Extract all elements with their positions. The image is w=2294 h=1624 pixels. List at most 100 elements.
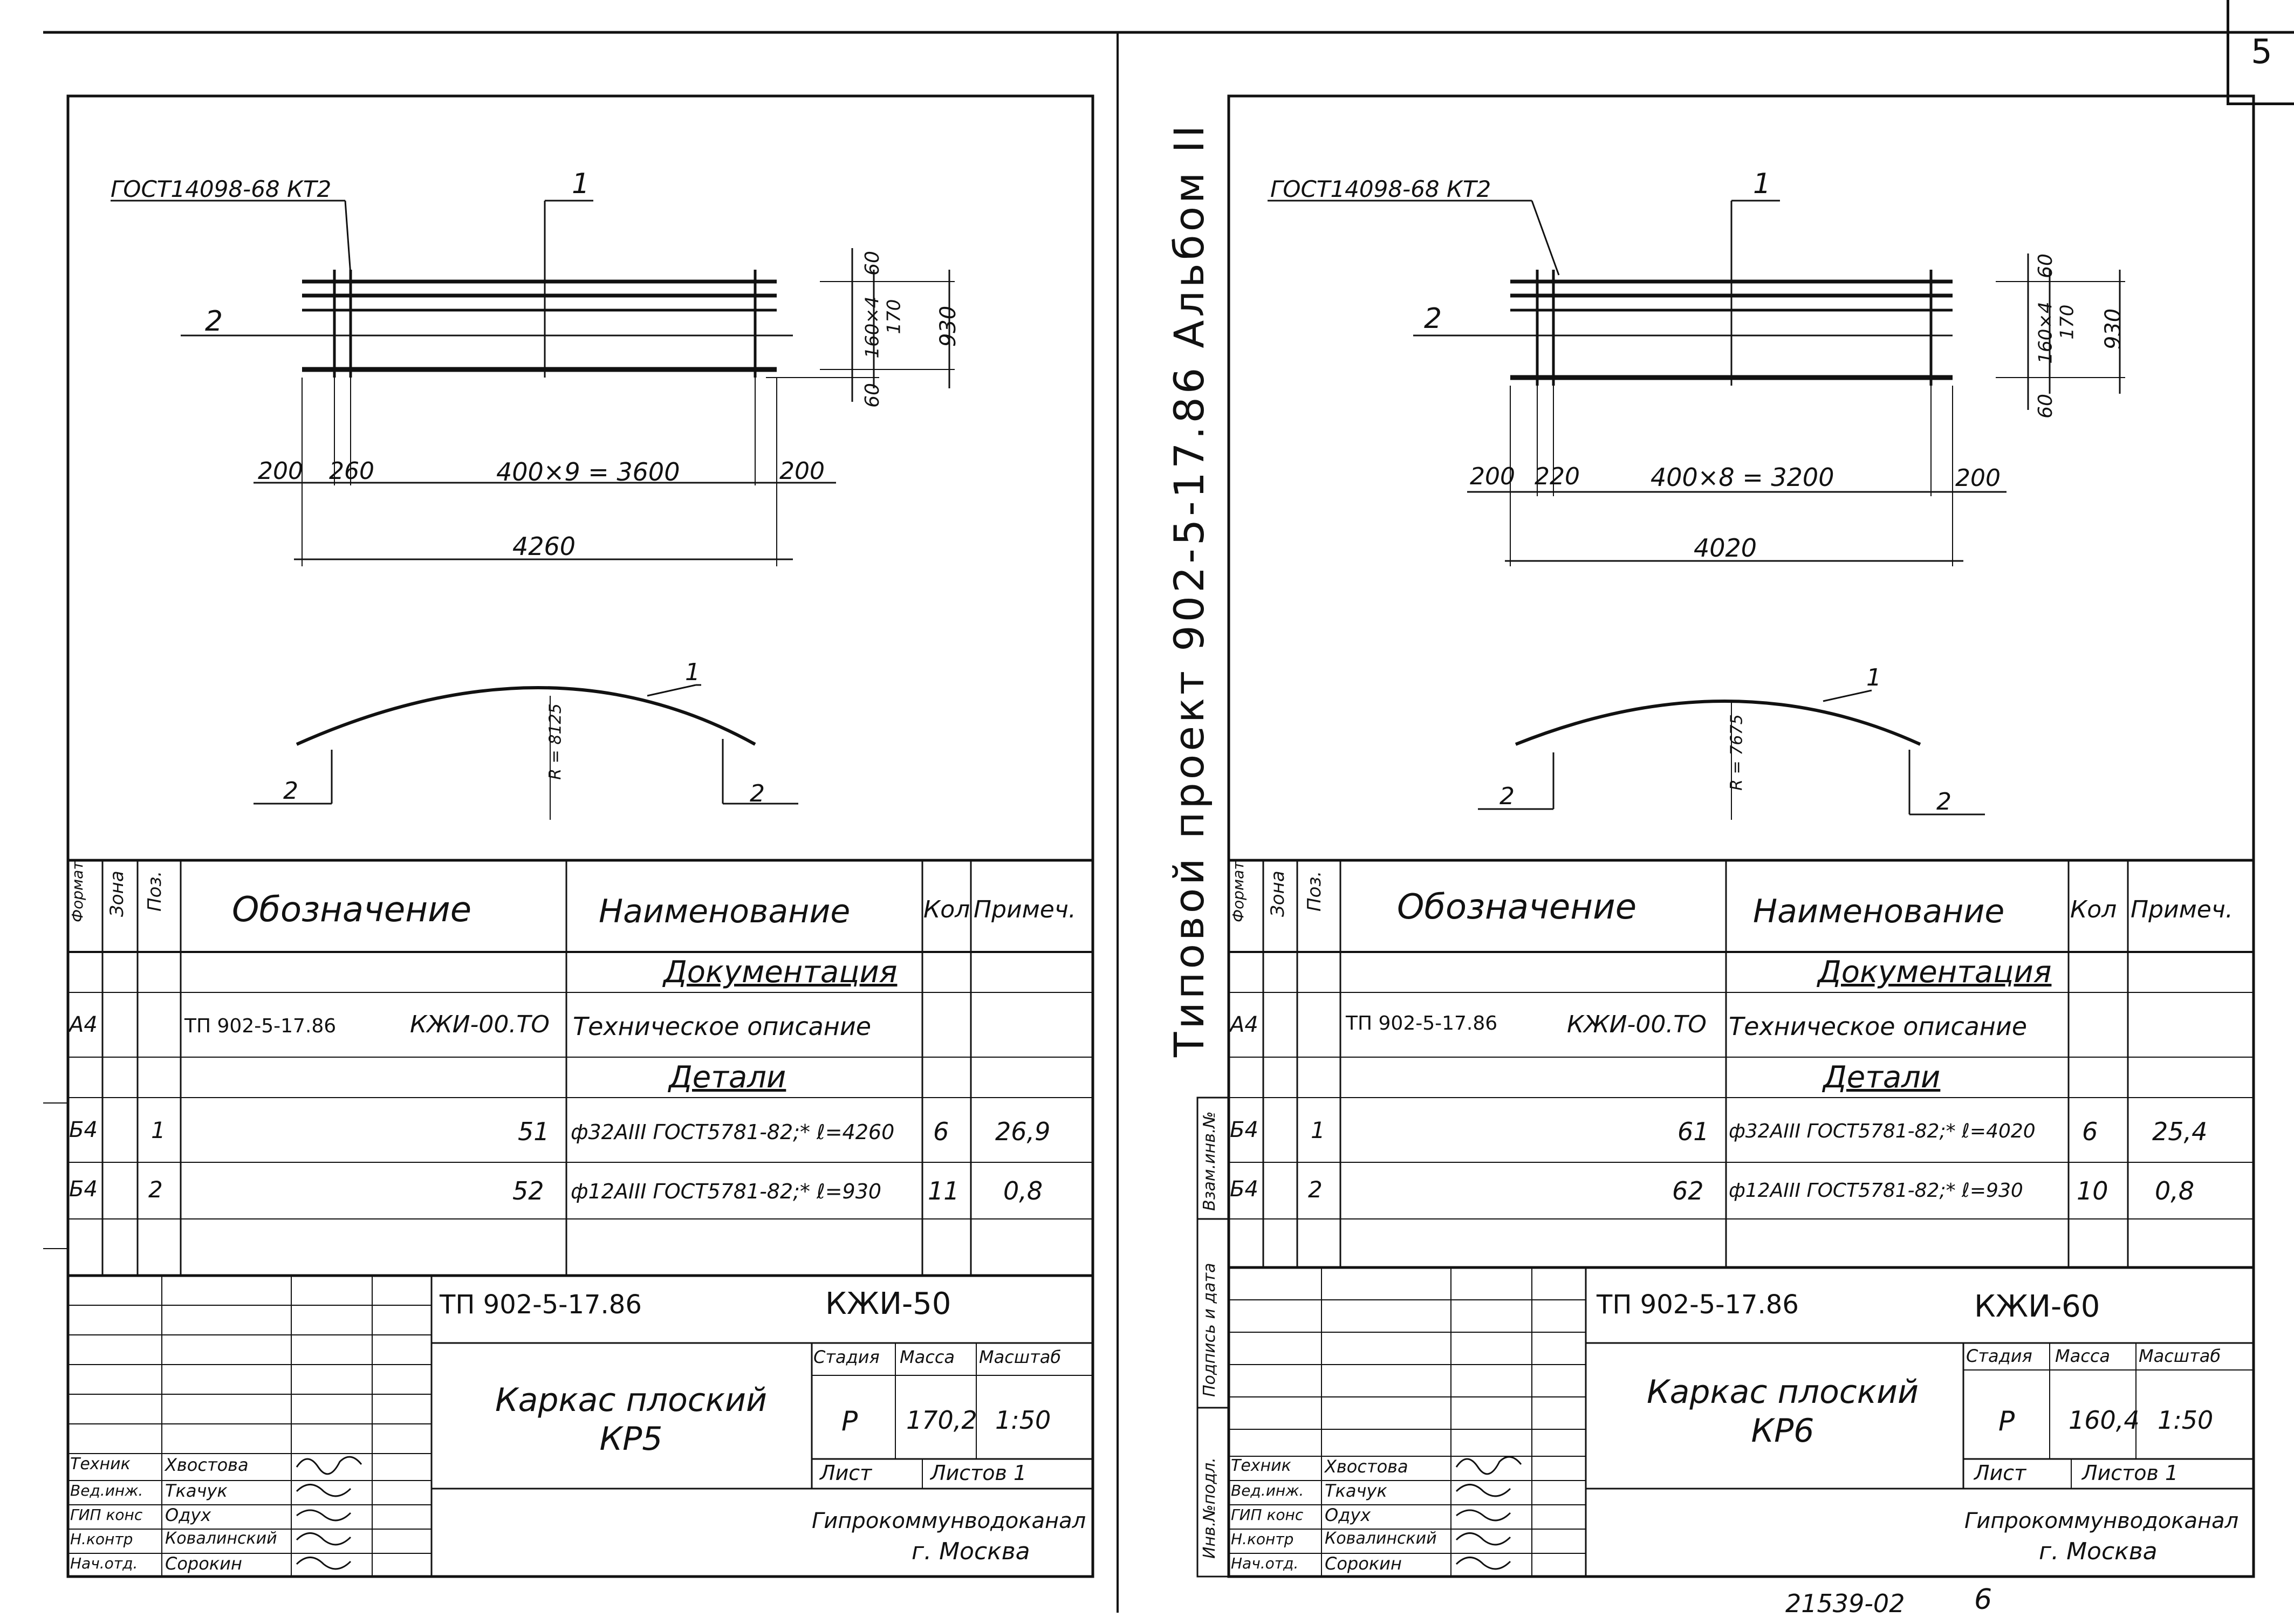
right-row1-pos: 1 xyxy=(1311,1117,1325,1143)
right-hdr-designation: Обозначение xyxy=(1397,887,1637,927)
left-sheet xyxy=(43,94,1094,1578)
right-row2-name: ф12АIII ГОСТ5781-82;* ℓ=930 xyxy=(1729,1180,2023,1202)
right-tb-code: КЖИ-60 xyxy=(1974,1289,2100,1324)
right-signer-name-3: Одух xyxy=(1325,1505,1371,1525)
left-tb-stage-label: Стадия xyxy=(813,1347,880,1367)
right-cage-drawing xyxy=(1268,200,2125,566)
right-row1-format: Б4 xyxy=(1230,1118,1258,1142)
right-doc-designation: ТП 902-5-17.86 xyxy=(1346,1012,1498,1034)
right-hdr-name: Наименование xyxy=(1753,893,2005,930)
right-doc-format: А4 xyxy=(1230,1012,1258,1037)
right-doc-name: Техническое описание xyxy=(1729,1012,2028,1041)
right-pos2-label: 2 xyxy=(1424,303,1442,335)
right-tb-stage: Р xyxy=(1998,1406,2015,1437)
left-signer-role-2: Вед.инж. xyxy=(70,1482,143,1499)
left-signer-role-3: ГИП конс xyxy=(70,1506,143,1524)
right-signer-name-2: Ткачук xyxy=(1325,1481,1387,1501)
left-signer-name-2: Ткачук xyxy=(165,1481,228,1501)
right-dim-total: 4020 xyxy=(1694,533,1757,563)
left-cage-drawing xyxy=(111,200,955,566)
right-tb-city: г. Москва xyxy=(2039,1538,2158,1565)
left-signer-name-3: Одух xyxy=(165,1505,211,1525)
right-tb-sheet-label: Лист xyxy=(1974,1461,2026,1485)
left-pos2-label: 2 xyxy=(205,305,223,338)
right-row2-qty: 10 xyxy=(2077,1176,2108,1205)
left-signer-name-4: Ковалинский xyxy=(165,1529,277,1548)
right-row1-qty: 6 xyxy=(2082,1117,2098,1146)
left-arc-pos2-right: 2 xyxy=(750,780,765,807)
left-tb-sheets-label: Листов 1 xyxy=(930,1461,1027,1485)
left-section-docs: Документация xyxy=(663,955,898,990)
right-pos1-label: 1 xyxy=(1753,168,1771,200)
left-row2-qty: 11 xyxy=(928,1176,960,1205)
right-signer-name-5: Сорокин xyxy=(1325,1553,1402,1574)
right-tb-stage-label: Стадия xyxy=(1966,1346,2032,1366)
right-tb-org: Гипрокоммунводоканал xyxy=(1964,1509,2239,1533)
right-arc-pos2-left: 2 xyxy=(1499,783,1515,810)
left-signer-role-4: Н.контр xyxy=(70,1530,133,1548)
right-tb-mass: 160,4 xyxy=(2069,1406,2140,1435)
left-arc-pos2-left: 2 xyxy=(283,777,298,805)
right-row1-designation: 61 xyxy=(1677,1117,1709,1146)
right-row2-format: Б4 xyxy=(1230,1177,1258,1202)
left-tb-scale: 1:50 xyxy=(995,1406,1051,1435)
left-hdr-name: Наименование xyxy=(599,893,851,930)
left-row1-name: ф32АIII ГОСТ5781-82;* ℓ=4260 xyxy=(571,1120,895,1144)
right-signer-name-1: Хвостова xyxy=(1325,1456,1408,1477)
left-tb-org: Гипрокоммунводоканал xyxy=(812,1509,1086,1533)
left-section-parts: Детали xyxy=(669,1060,786,1095)
right-arc-pos2-right: 2 xyxy=(1936,788,1951,816)
right-dim-span: 400×8 = 3200 xyxy=(1651,463,1834,492)
left-doc-designation: ТП 902-5-17.86 xyxy=(184,1015,337,1037)
right-tb-scale: 1:50 xyxy=(2158,1406,2214,1435)
right-row2-note: 0,8 xyxy=(2155,1176,2195,1205)
left-row2-format: Б4 xyxy=(69,1177,98,1202)
right-hdr-note: Примеч. xyxy=(2131,896,2233,923)
right-gost-label: ГОСТ14098-68 КТ2 xyxy=(1270,176,1491,202)
left-tb-city: г. Москва xyxy=(912,1538,1030,1565)
right-tb-title: Каркас плоский КР6 xyxy=(1646,1373,1919,1450)
right-spec-table-lines xyxy=(1196,859,2254,1578)
right-signer-name-4: Ковалинский xyxy=(1325,1529,1437,1548)
left-dim-200-left: 200 xyxy=(258,457,303,485)
left-pos1-label: 1 xyxy=(572,168,590,200)
left-tb-stage: Р xyxy=(841,1406,858,1437)
left-row2-pos: 2 xyxy=(148,1176,163,1203)
left-dim-260: 260 xyxy=(329,457,374,485)
left-arc-pos1: 1 xyxy=(685,659,700,686)
left-arc-drawing xyxy=(254,684,798,820)
right-row2-designation: 62 xyxy=(1672,1176,1704,1205)
left-gost-label: ГОСТ14098-68 КТ2 xyxy=(111,176,332,202)
left-tb-mass-label: Масса xyxy=(900,1347,955,1367)
left-signer-role-5: Нач.отд. xyxy=(70,1554,138,1572)
left-dim-total: 4260 xyxy=(512,532,576,561)
right-arc-drawing xyxy=(1478,689,1985,820)
right-section-docs: Документация xyxy=(1818,955,2052,990)
left-tb-scale-label: Масштаб xyxy=(979,1347,1062,1367)
right-tb-mass-label: Масса xyxy=(2055,1346,2111,1366)
right-tb-scale-label: Масштаб xyxy=(2139,1346,2221,1366)
left-row1-note: 26,9 xyxy=(995,1117,1051,1146)
right-arc-pos1: 1 xyxy=(1866,664,1881,691)
left-row2-name: ф12АIII ГОСТ5781-82;* ℓ=930 xyxy=(571,1180,882,1203)
sheet-number: 5 xyxy=(2227,0,2294,105)
left-doc-format: А4 xyxy=(69,1012,98,1037)
left-hdr-note: Примеч. xyxy=(974,896,1076,923)
left-row1-qty: 6 xyxy=(933,1117,949,1146)
right-tb-project: ТП 902-5-17.86 xyxy=(1597,1290,1799,1320)
right-row1-name: ф32АIII ГОСТ5781-82;* ℓ=4020 xyxy=(1729,1120,2036,1142)
left-tb-mass: 170,2 xyxy=(906,1406,977,1435)
left-doc-name: Техническое описание xyxy=(573,1012,872,1041)
right-signer-role-5: Нач.отд. xyxy=(1231,1554,1299,1572)
left-tb-sheet-label: Лист xyxy=(820,1461,872,1485)
left-dim-span: 400×9 = 3600 xyxy=(496,457,680,486)
left-row2-note: 0,8 xyxy=(1003,1176,1043,1205)
left-row1-pos: 1 xyxy=(151,1117,166,1143)
left-row2-designation: 52 xyxy=(512,1176,544,1205)
left-signer-role-1: Техник xyxy=(70,1455,131,1474)
right-dim-220: 220 xyxy=(1535,463,1580,490)
left-tb-project: ТП 902-5-17.86 xyxy=(440,1290,642,1320)
left-spec-table-lines xyxy=(43,859,1093,1577)
left-signer-name-1: Хвостова xyxy=(165,1455,249,1475)
